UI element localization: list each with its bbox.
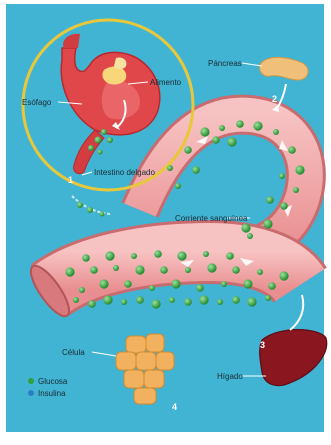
glucose-particle bbox=[105, 251, 114, 260]
glucose-particle bbox=[192, 166, 200, 174]
glucose-particle bbox=[113, 265, 119, 271]
insulin-legend-swatch bbox=[28, 390, 34, 396]
glucose-particle bbox=[280, 202, 288, 210]
glucose-particle bbox=[199, 295, 208, 304]
glucose-particle bbox=[184, 298, 192, 306]
glucose-particle bbox=[90, 266, 98, 274]
step-number-4: 4 bbox=[172, 402, 177, 412]
glucose-particle bbox=[236, 120, 244, 128]
glucose-particle bbox=[169, 297, 175, 303]
glucose-particle bbox=[88, 300, 96, 308]
glucose-particle bbox=[241, 223, 250, 232]
label-pancreas: Páncreas bbox=[208, 59, 242, 68]
glucose-particle bbox=[243, 279, 252, 288]
glucose-particle bbox=[207, 263, 216, 272]
glucose-particle bbox=[73, 297, 79, 303]
glucose-particle bbox=[151, 299, 160, 308]
glucose-particle bbox=[217, 299, 223, 305]
glucose-particle bbox=[135, 265, 144, 274]
glucose-particle bbox=[175, 183, 181, 189]
glucose-particle bbox=[196, 284, 204, 292]
label-esofago: Esófago bbox=[22, 98, 51, 107]
label-intestino-delgado: Intestino delgado bbox=[94, 168, 155, 177]
glucose-particle bbox=[65, 267, 74, 276]
glucose-particle bbox=[154, 250, 162, 258]
legend-insulina: Insulina bbox=[38, 389, 66, 398]
glucose-particle bbox=[124, 280, 132, 288]
glucose-particle bbox=[121, 299, 127, 305]
glucose-particle bbox=[226, 252, 234, 260]
glucose-particle bbox=[263, 219, 272, 228]
glucose-particle bbox=[247, 233, 253, 239]
glucose-particle bbox=[219, 125, 225, 131]
glucose-particle bbox=[288, 146, 296, 154]
glucose-legend-swatch bbox=[28, 378, 34, 384]
glucose-particle bbox=[232, 266, 240, 274]
glucose-particle bbox=[221, 281, 227, 287]
step-number-3: 3 bbox=[260, 340, 265, 350]
glucose-particle bbox=[160, 266, 168, 274]
legend-glucosa: Glucosa bbox=[38, 377, 67, 386]
glucose-particle bbox=[171, 279, 180, 288]
step-number-1: 1 bbox=[68, 175, 73, 185]
glucose-particle bbox=[149, 285, 155, 291]
glucose-particle bbox=[227, 137, 236, 146]
glucose-particle bbox=[265, 295, 271, 301]
glucose-particle bbox=[185, 267, 191, 273]
glucose-particle bbox=[167, 165, 173, 171]
glucose-particle bbox=[103, 295, 112, 304]
label-celula: Célula bbox=[62, 348, 85, 357]
glucose-particle bbox=[79, 287, 85, 293]
glucose-particle bbox=[232, 296, 240, 304]
glucose-particle bbox=[253, 121, 262, 130]
glucose-particle bbox=[268, 282, 276, 290]
glucose-particle bbox=[273, 129, 279, 135]
glucose-particle bbox=[257, 269, 263, 275]
glucose-particle bbox=[295, 165, 304, 174]
label-corriente-sanguinea: Corriente sanguínea bbox=[175, 214, 248, 223]
label-alimento: Alimento bbox=[150, 78, 181, 87]
glucose-particle bbox=[184, 146, 192, 154]
glucose-particle bbox=[266, 196, 274, 204]
glucose-particle bbox=[131, 253, 137, 259]
label-higado: Hígado bbox=[217, 372, 243, 381]
glucose-particle bbox=[212, 136, 220, 144]
glucose-particle bbox=[293, 187, 299, 193]
glucose-particle bbox=[177, 251, 186, 260]
glucose-particle bbox=[200, 127, 209, 136]
glucose-particle bbox=[279, 271, 288, 280]
glucose-particle bbox=[203, 251, 209, 257]
glucose-particle bbox=[247, 297, 256, 306]
glucose-particle bbox=[279, 173, 285, 179]
glucose-particle bbox=[136, 296, 144, 304]
step-number-2: 2 bbox=[272, 94, 277, 104]
glucose-particle bbox=[82, 254, 90, 262]
glucose-particle bbox=[99, 279, 108, 288]
